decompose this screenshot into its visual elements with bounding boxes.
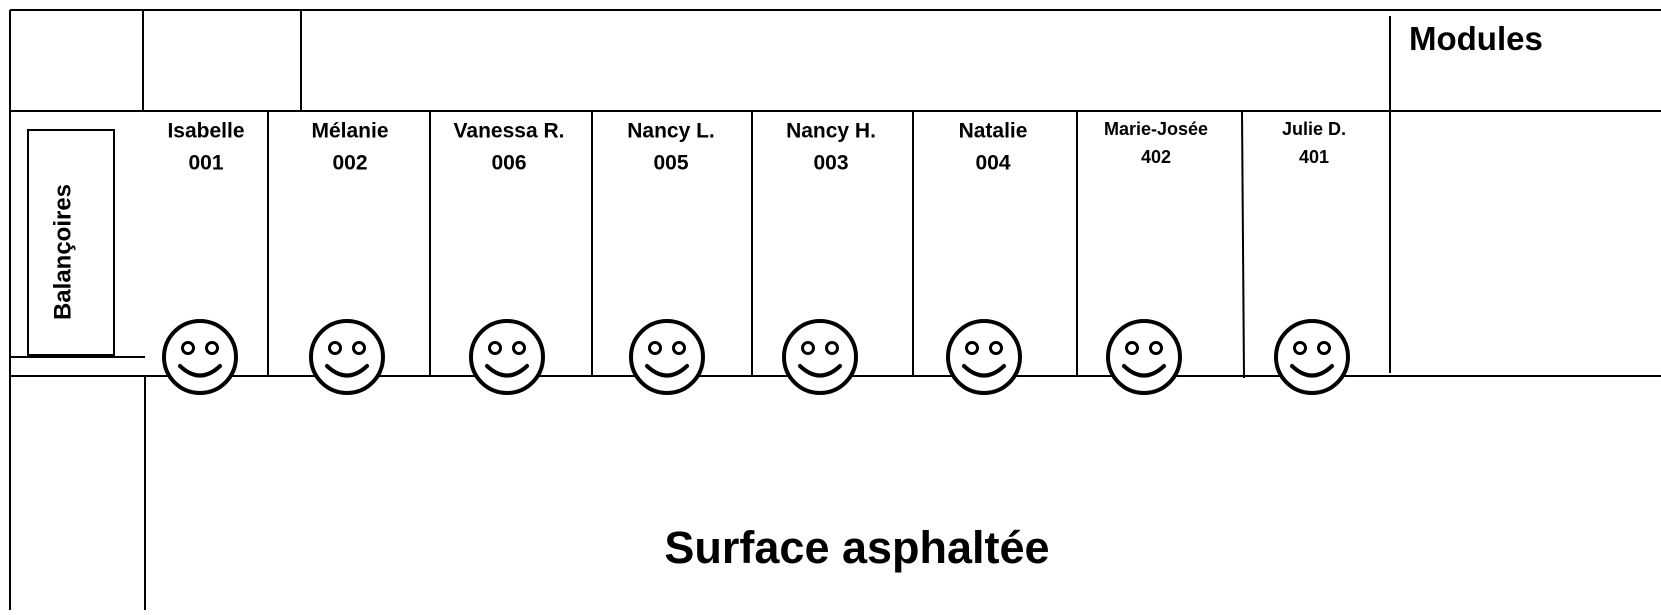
- station-8: Julie D. 401: [1274, 119, 1350, 395]
- swings-label: Balançoires: [49, 184, 76, 320]
- station-6: Natalie 004: [946, 120, 1028, 395]
- station-name: Nancy L.: [627, 120, 715, 143]
- smiley-face-icon: [782, 319, 858, 395]
- station-name: Julie D.: [1282, 119, 1346, 139]
- station-name: Natalie: [959, 120, 1028, 143]
- station-code: 006: [491, 152, 526, 175]
- station-code: 003: [813, 152, 848, 175]
- modules-label: Modules: [1409, 20, 1543, 57]
- station-name: Vanessa R.: [454, 120, 565, 143]
- smiley-face-icon: [1106, 319, 1182, 395]
- stations-group: Isabelle 001 Mélanie 002 Vanessa R. 006 Nancy …: [162, 119, 1350, 395]
- station-code: 005: [653, 152, 688, 175]
- smiley-face-icon: [629, 319, 705, 395]
- station-code: 002: [332, 152, 367, 175]
- grid-lines: [9, 9, 1661, 610]
- station-code: 004: [975, 152, 1010, 175]
- station-5: Nancy H. 003: [782, 120, 876, 395]
- smiley-face-icon: [1274, 319, 1350, 395]
- station-3: Vanessa R. 006: [454, 120, 565, 395]
- station-code: 001: [188, 152, 223, 175]
- station-name: Nancy H.: [786, 120, 876, 143]
- smiley-face-icon: [162, 319, 238, 395]
- surface-label: Surface asphaltée: [664, 522, 1049, 573]
- station-divider: [1241, 110, 1245, 379]
- station-code: 401: [1299, 147, 1329, 167]
- station-2: Mélanie 002: [309, 120, 389, 395]
- smiley-face-icon: [946, 319, 1022, 395]
- station-1: Isabelle 001: [162, 120, 245, 395]
- smiley-face-icon: [469, 319, 545, 395]
- station-7: Marie-Josée 402: [1104, 119, 1208, 395]
- station-code: 402: [1141, 147, 1171, 167]
- station-name: Isabelle: [167, 120, 244, 143]
- smiley-face-icon: [309, 319, 385, 395]
- swings-box: [27, 129, 115, 356]
- station-4: Nancy L. 005: [627, 120, 715, 395]
- station-name: Mélanie: [311, 120, 388, 143]
- station-name: Marie-Josée: [1104, 119, 1208, 139]
